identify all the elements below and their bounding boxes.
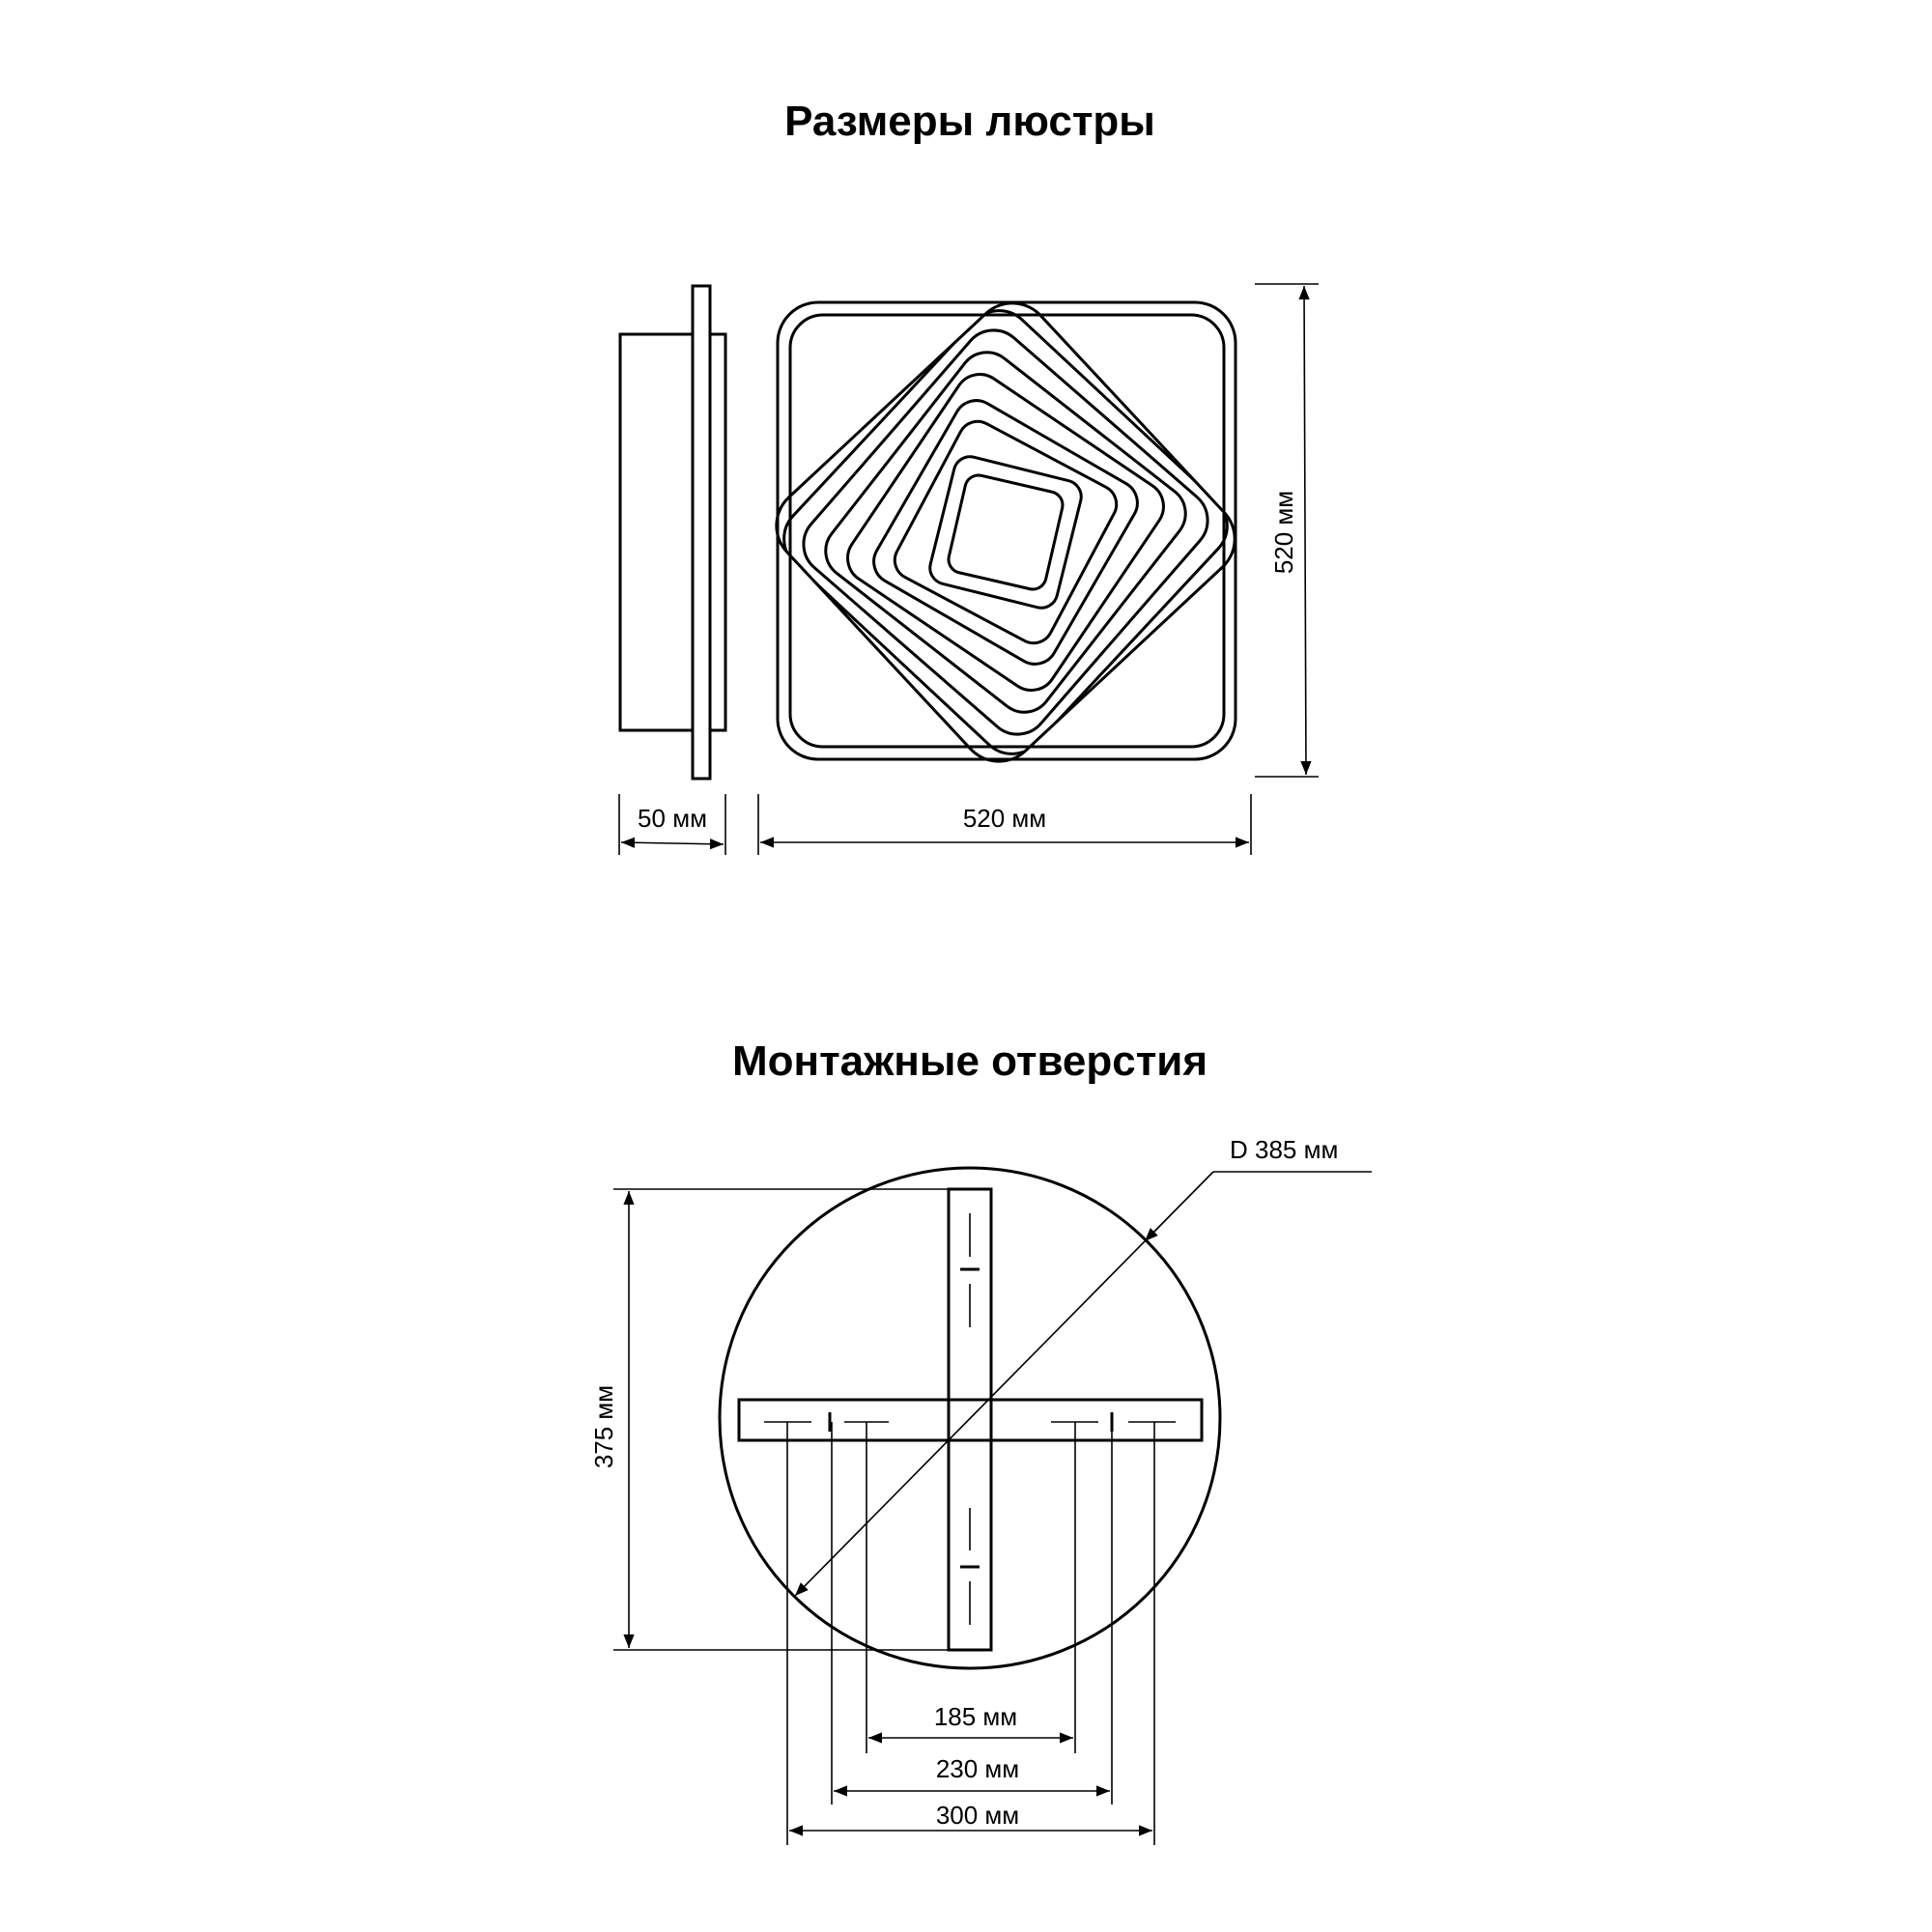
bar-length-label: 375 мм <box>589 1385 618 1468</box>
front-frame-outer <box>776 300 1237 761</box>
diameter-label: D 385 мм <box>1230 1135 1338 1164</box>
dimension-diameter: D 385 мм <box>794 1135 1372 1597</box>
side-body <box>618 332 727 732</box>
dimension-bar-length: 375 мм <box>589 1188 949 1651</box>
side-panel <box>691 284 712 781</box>
depth-label: 50 мм <box>638 804 707 833</box>
shade-ring <box>760 287 1251 778</box>
shade-ring <box>928 455 1083 610</box>
diamond-outline <box>775 301 1236 763</box>
dimension-holes: 185 мм 230 мм 300 мм <box>786 1422 1155 1845</box>
shade-ring <box>802 328 1209 736</box>
title-dimensions: Размеры люстры <box>784 98 1155 145</box>
dimension-width: 520 мм <box>757 794 1252 855</box>
dimension-height: 520 мм <box>1255 283 1319 778</box>
hole-middle-label: 230 мм <box>936 1754 1019 1783</box>
width-label: 520 мм <box>963 804 1046 833</box>
front-frame-inner <box>788 313 1226 749</box>
hole-outer-label: 300 мм <box>936 1801 1019 1830</box>
hole-inner-label: 185 мм <box>934 1702 1017 1731</box>
front-view <box>760 287 1251 778</box>
shade-ring <box>846 373 1165 692</box>
base-circle <box>718 1166 1222 1670</box>
horizontal-bar <box>737 1398 1204 1442</box>
shade-ring <box>872 399 1139 666</box>
shade-ring <box>947 473 1065 591</box>
dimension-depth: 50 мм <box>618 794 726 855</box>
shade-ring <box>824 351 1187 714</box>
diamond-shade <box>760 287 1251 778</box>
side-view <box>618 284 727 781</box>
height-label: 520 мм <box>1269 491 1298 574</box>
title-mounting: Монтажные отверстия <box>732 1037 1208 1085</box>
shade-ring <box>782 309 1229 755</box>
shade-ring <box>893 419 1119 645</box>
